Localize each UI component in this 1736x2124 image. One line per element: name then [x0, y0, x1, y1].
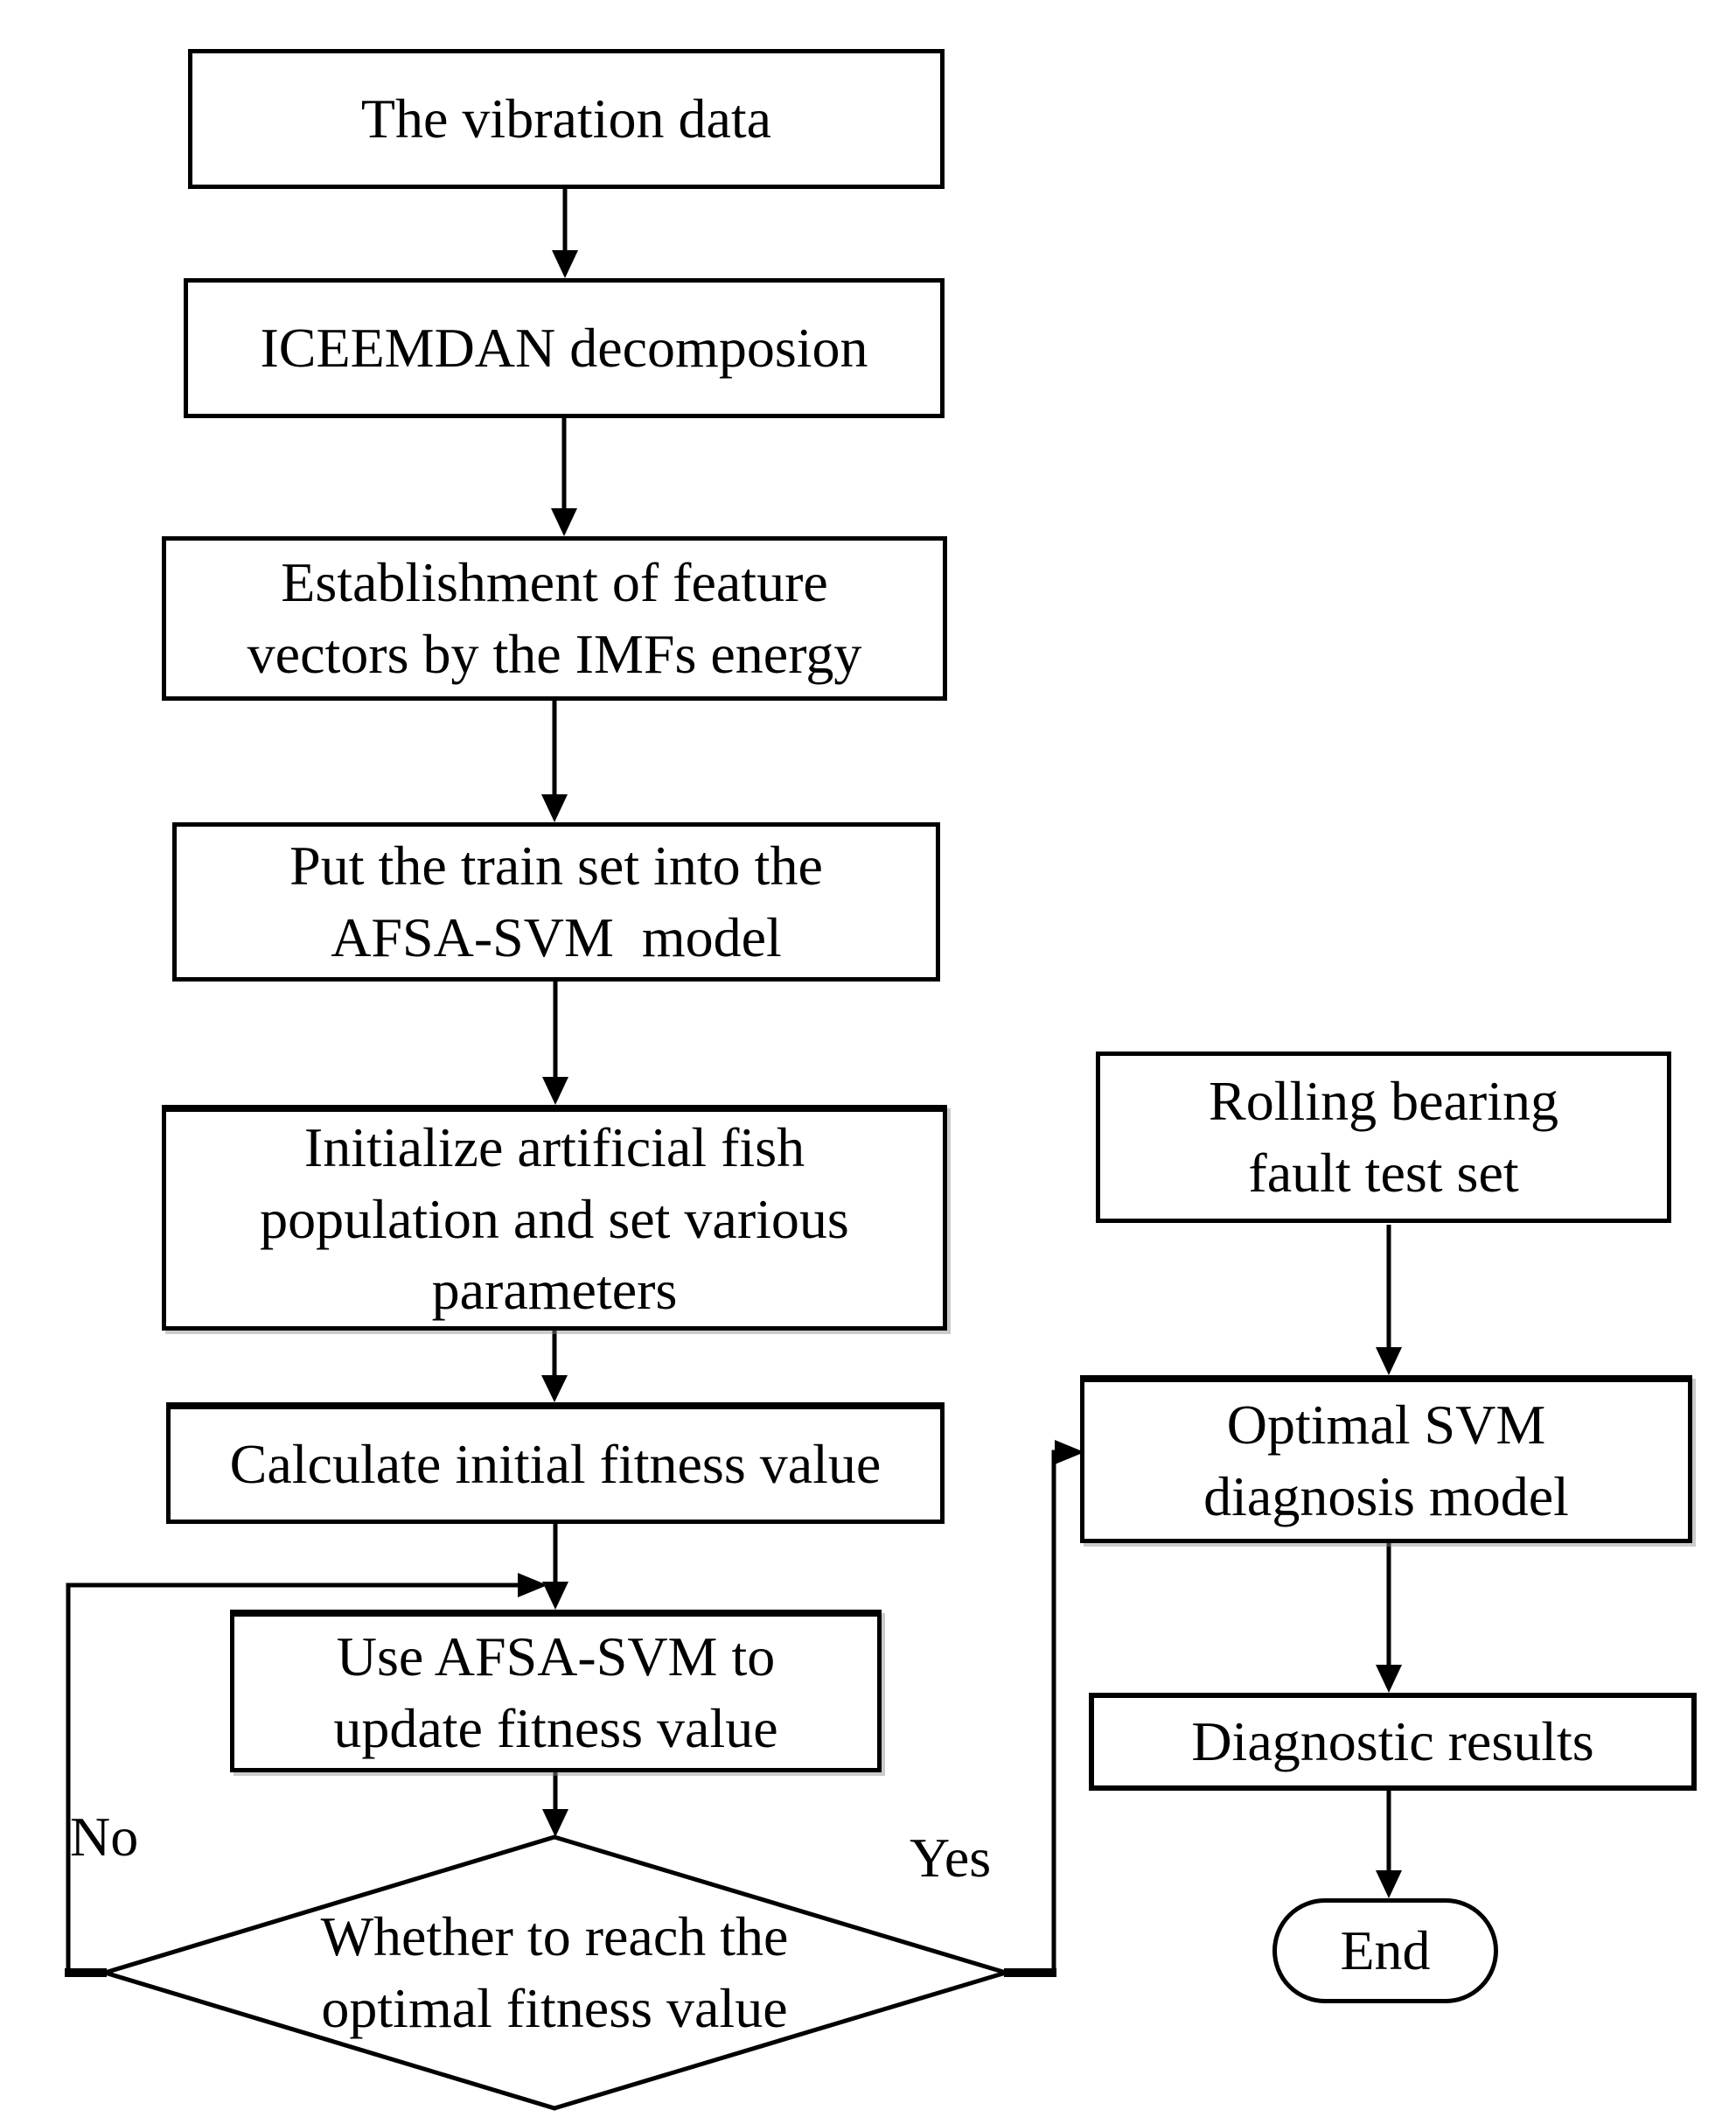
- node-label-line: Optimal SVM: [1226, 1393, 1546, 1456]
- edge-label-no: No: [70, 1806, 139, 1868]
- node-train-set-afsa-svm: Put the train set into the AFSA-SVM mode…: [172, 822, 940, 982]
- node-label-line: vectors by the IMFs energy: [247, 623, 862, 685]
- decision-diamond-shape: [97, 1834, 1014, 2111]
- node-vibration-data: The vibration data: [188, 49, 945, 189]
- node-label-line: Use AFSA-SVM to: [336, 1624, 776, 1687]
- node-diagnostic-results: Diagnostic results: [1089, 1693, 1697, 1791]
- arrow-optimal-to-diagresults: [1376, 1543, 1402, 1693]
- arrow-vibration-to-iceemdan: [552, 189, 578, 278]
- node-label-line: Put the train set into the: [289, 835, 823, 898]
- node-label-line: AFSA-SVM model: [331, 906, 782, 968]
- node-label: ICEEMDAN decomposion: [260, 317, 868, 380]
- node-label: Calculate initial fitness value: [229, 1433, 882, 1496]
- arrow-rolling-to-optimal: [1376, 1225, 1402, 1375]
- node-label-line: Rolling bearing: [1209, 1070, 1558, 1133]
- arrow-iceemdan-to-feature: [551, 417, 577, 536]
- node-end-terminator: End: [1272, 1898, 1498, 2003]
- arrow-useafsa-to-decision: [542, 1771, 568, 1837]
- node-label-line: Initialize artificial fish: [303, 1115, 805, 1178]
- node-rolling-bearing-test-set: Rolling bearing fault test set: [1096, 1052, 1671, 1223]
- edge-yes-path: [1004, 1440, 1084, 1977]
- arrow-calcfit-to-useafsa: [542, 1523, 568, 1610]
- node-decision-optimal-fitness: Whether to reach the optimal fitness val…: [205, 1900, 904, 2045]
- node-update-fitness: Use AFSA-SVM to update fitness value: [230, 1610, 882, 1772]
- node-label: Diagnostic results: [1191, 1710, 1594, 1773]
- arrow-initialize-to-calcfit: [541, 1330, 568, 1402]
- edge-label-yes: Yes: [910, 1827, 992, 1889]
- node-label-line: Establishment of feature: [281, 551, 828, 614]
- node-label: The vibration data: [360, 87, 772, 150]
- edge-no-loop: [65, 1573, 547, 1977]
- arrow-feature-to-trainset: [541, 700, 568, 822]
- arrow-trainset-to-initialize: [542, 981, 568, 1105]
- node-label: End: [1340, 1919, 1431, 1982]
- node-label-line: population and set various: [260, 1187, 849, 1250]
- node-label-line: Whether to reach the: [320, 1905, 789, 1968]
- node-label-line: update fitness value: [333, 1696, 778, 1759]
- arrow-diagresults-to-end: [1376, 1791, 1402, 1898]
- node-label-line: fault test set: [1248, 1142, 1519, 1204]
- node-label-line: diagnosis model: [1203, 1464, 1569, 1527]
- node-calculate-initial-fitness: Calculate initial fitness value: [166, 1402, 945, 1524]
- node-feature-vectors: Establishment of feature vectors by the …: [162, 536, 947, 701]
- node-initialize-fish-population: Initialize artificial fish population an…: [162, 1105, 947, 1331]
- node-label-line: optimal fitness value: [321, 1977, 788, 2039]
- node-optimal-svm-model: Optimal SVM diagnosis model: [1080, 1375, 1692, 1543]
- node-label-line: parameters: [431, 1259, 678, 1322]
- node-iceemdan-decomposition: ICEEMDAN decomposion: [184, 278, 945, 418]
